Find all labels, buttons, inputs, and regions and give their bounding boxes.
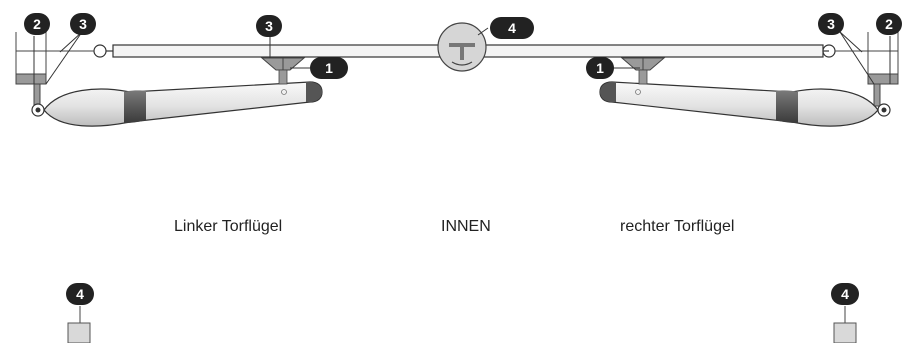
right-wing-label: rechter Torflügel (620, 218, 735, 235)
svg-text:4: 4 (508, 20, 516, 36)
svg-text:1: 1 (596, 60, 604, 76)
bottom-left-marker (67, 306, 91, 343)
left-hinge (93, 44, 107, 58)
left-wing-label: Linker Torflügel (174, 218, 283, 235)
inside-label: INNEN (441, 218, 491, 235)
callout-4-center: 4 (490, 17, 534, 39)
svg-text:4: 4 (841, 286, 849, 302)
callout-3-left-pillar: 3 (70, 13, 96, 35)
right-motor (599, 81, 891, 127)
callout-1-left: 1 (310, 57, 348, 79)
bottom-right-marker (833, 306, 857, 343)
svg-text:1: 1 (325, 60, 333, 76)
svg-text:4: 4 (76, 286, 84, 302)
callout-3-left-gate: 3 (256, 15, 282, 37)
center-stop (437, 22, 487, 72)
svg-text:3: 3 (827, 16, 835, 32)
right-pillar (835, 32, 899, 107)
callout-2-right: 2 (876, 13, 902, 35)
callout-2-left: 2 (24, 13, 50, 35)
right-gate-bracket (620, 57, 666, 85)
left-pillar (15, 32, 94, 107)
leader-lines (33, 27, 891, 85)
callout-1-right: 1 (586, 57, 614, 79)
callout-4-bottom-left: 4 (66, 283, 94, 305)
svg-text:2: 2 (885, 16, 893, 32)
left-gate-bracket (260, 36, 306, 85)
svg-text:3: 3 (79, 16, 87, 32)
svg-text:3: 3 (265, 18, 273, 34)
callout-4-bottom-right: 4 (831, 283, 859, 305)
svg-text:2: 2 (33, 16, 41, 32)
left-motor (31, 81, 323, 127)
callout-3-right-pillar: 3 (818, 13, 844, 35)
